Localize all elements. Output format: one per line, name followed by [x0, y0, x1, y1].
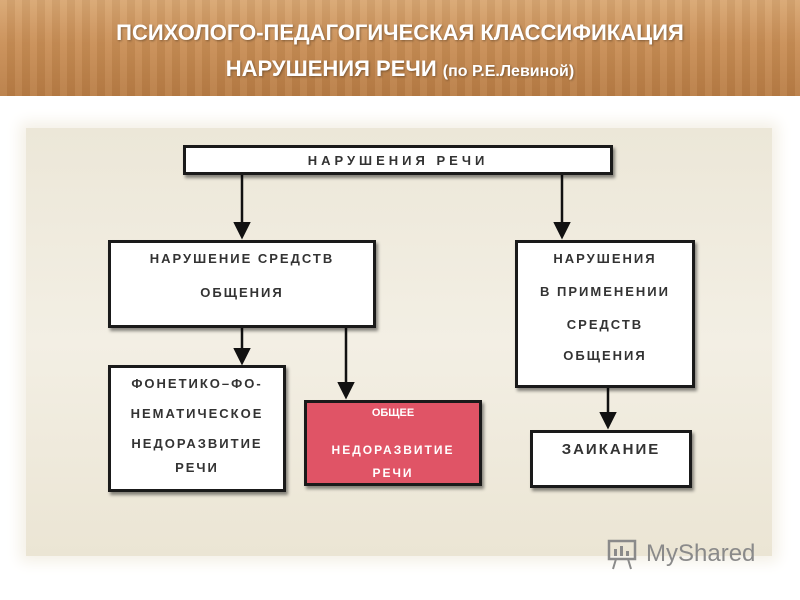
left-branch-line1: НАРУШЕНИЕ СРЕДСТВ [149, 251, 335, 266]
box-general-underdevelopment: ОБЩЕЕ НЕДОРАЗВИТИЕ РЕЧИ [304, 400, 482, 486]
right-branch-line3: СРЕДСТВ [566, 317, 644, 332]
fff-line3: НЕДОРАЗВИТИЕ [131, 436, 263, 451]
title-author-note: (по Р.Е.Левиной) [442, 63, 575, 80]
root-label: НАРУШЕНИЯ РЕЧИ [307, 153, 489, 168]
root-box: НАРУШЕНИЯ РЕЧИ [183, 145, 613, 175]
right-branch-line1: НАРУШЕНИЯ [553, 251, 657, 266]
box-phonetic-phonemic: ФОНЕТИКО–ФО- НЕМАТИЧЕСКОЕ НЕДОРАЗВИТИЕ Р… [108, 365, 286, 492]
stutter-label: ЗАИКАНИЕ [561, 441, 661, 458]
onr-line3: РЕЧИ [372, 466, 414, 480]
box-stuttering: ЗАИКАНИЕ [530, 430, 692, 488]
watermark-text: MyShared [646, 540, 756, 567]
header-banner: ПСИХОЛОГО-ПЕДАГОГИЧЕСКАЯ КЛАССИФИКАЦИЯ Н… [0, 0, 800, 96]
title-main: НАРУШЕНИЯ РЕЧИ [225, 56, 437, 81]
left-branch-line2: ОБЩЕНИЯ [200, 285, 284, 300]
page-title-line1: ПСИХОЛОГО-ПЕДАГОГИЧЕСКАЯ КЛАССИФИКАЦИЯ [116, 20, 684, 45]
right-branch-line4: ОБЩЕНИЯ [563, 348, 647, 363]
onr-line1: ОБЩЕЕ [371, 407, 415, 419]
fff-line2: НЕМАТИЧЕСКОЕ [130, 406, 264, 421]
fff-line4: РЕЧИ [175, 460, 219, 475]
onr-line2: НЕДОРАЗВИТИЕ [331, 443, 455, 457]
page-title-line2: НАРУШЕНИЯ РЕЧИ (по Р.Е.Левиной) [0, 56, 800, 82]
box-communication-means-disorder: НАРУШЕНИЕ СРЕДСТВ ОБЩЕНИЯ [108, 240, 376, 328]
box-use-disorder: НАРУШЕНИЯ В ПРИМЕНЕНИИ СРЕДСТВ ОБЩЕНИЯ [515, 240, 695, 388]
watermark: MyShared [606, 536, 755, 572]
right-branch-line2: В ПРИМЕНЕНИИ [540, 284, 670, 299]
presentation-board-icon [607, 539, 637, 570]
fff-line1: ФОНЕТИКО–ФО- [131, 376, 263, 391]
